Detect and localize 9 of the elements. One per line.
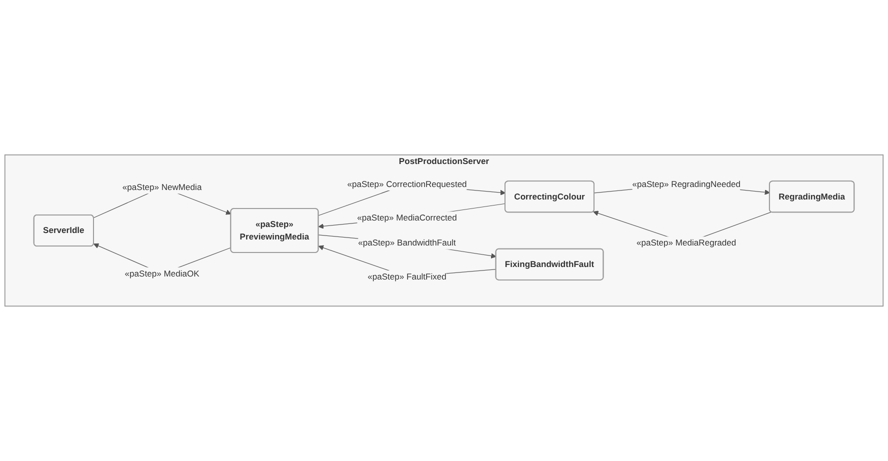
edge-label: «paStep» MediaCorrected [357, 212, 457, 223]
edge-label: «paStep» MediaOK [124, 268, 200, 278]
edge-label: «paStep» MediaRegraded [636, 238, 736, 248]
arrow [318, 203, 506, 229]
edge-label: «paStep» CorrectionRequested [347, 178, 467, 189]
edge-label: «paStep» BandwidthFault [358, 238, 456, 248]
edge-label: «paStep» FaultFixed [368, 272, 446, 282]
edge-label: «paStep» RegradingNeeded [632, 178, 740, 189]
edge-label: «paStep» NewMedia [122, 182, 202, 192]
